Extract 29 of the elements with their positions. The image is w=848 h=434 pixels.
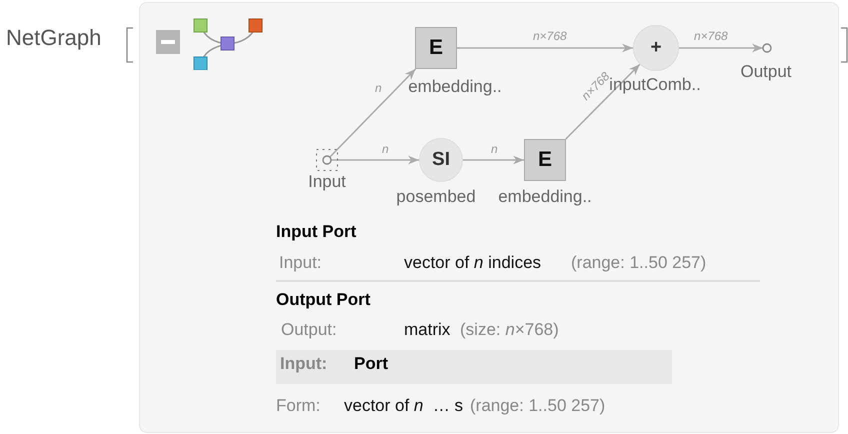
node-label: Input bbox=[308, 172, 346, 192]
node-label: embedding.. bbox=[498, 187, 592, 207]
layer-box: E bbox=[415, 27, 457, 69]
title-text: NetGraph bbox=[6, 25, 102, 51]
arrow bbox=[565, 64, 640, 140]
edge-label: n×768 bbox=[693, 30, 729, 43]
node-label: posembed bbox=[396, 187, 476, 207]
section-heading: Input Port bbox=[276, 222, 356, 242]
arrow bbox=[331, 156, 419, 164]
text-label: (range: 1..50 257) bbox=[470, 396, 606, 416]
text-label: vector of n … s bbox=[344, 396, 464, 416]
text-label: matrix bbox=[404, 320, 450, 340]
node-label: Output bbox=[740, 62, 792, 82]
arrow bbox=[679, 44, 763, 52]
text-label: Input: bbox=[280, 354, 328, 374]
text-label: (size: n×768) bbox=[460, 320, 559, 340]
layer-box: E bbox=[524, 139, 566, 181]
arrow bbox=[463, 156, 524, 164]
text-label: (range: 1..50 257) bbox=[571, 253, 706, 273]
arrow bbox=[329, 68, 416, 158]
text-label: Port bbox=[354, 354, 388, 374]
text-label: Form: bbox=[276, 396, 320, 416]
text-label: vector of n indices bbox=[404, 253, 542, 273]
text-label: Input: bbox=[279, 253, 322, 273]
text-label: Output: bbox=[281, 320, 337, 340]
edge-label: n×768 bbox=[532, 30, 568, 43]
arrow bbox=[457, 44, 633, 52]
section-heading: Output Port bbox=[276, 290, 370, 310]
node-label: embedding.. bbox=[408, 77, 502, 97]
